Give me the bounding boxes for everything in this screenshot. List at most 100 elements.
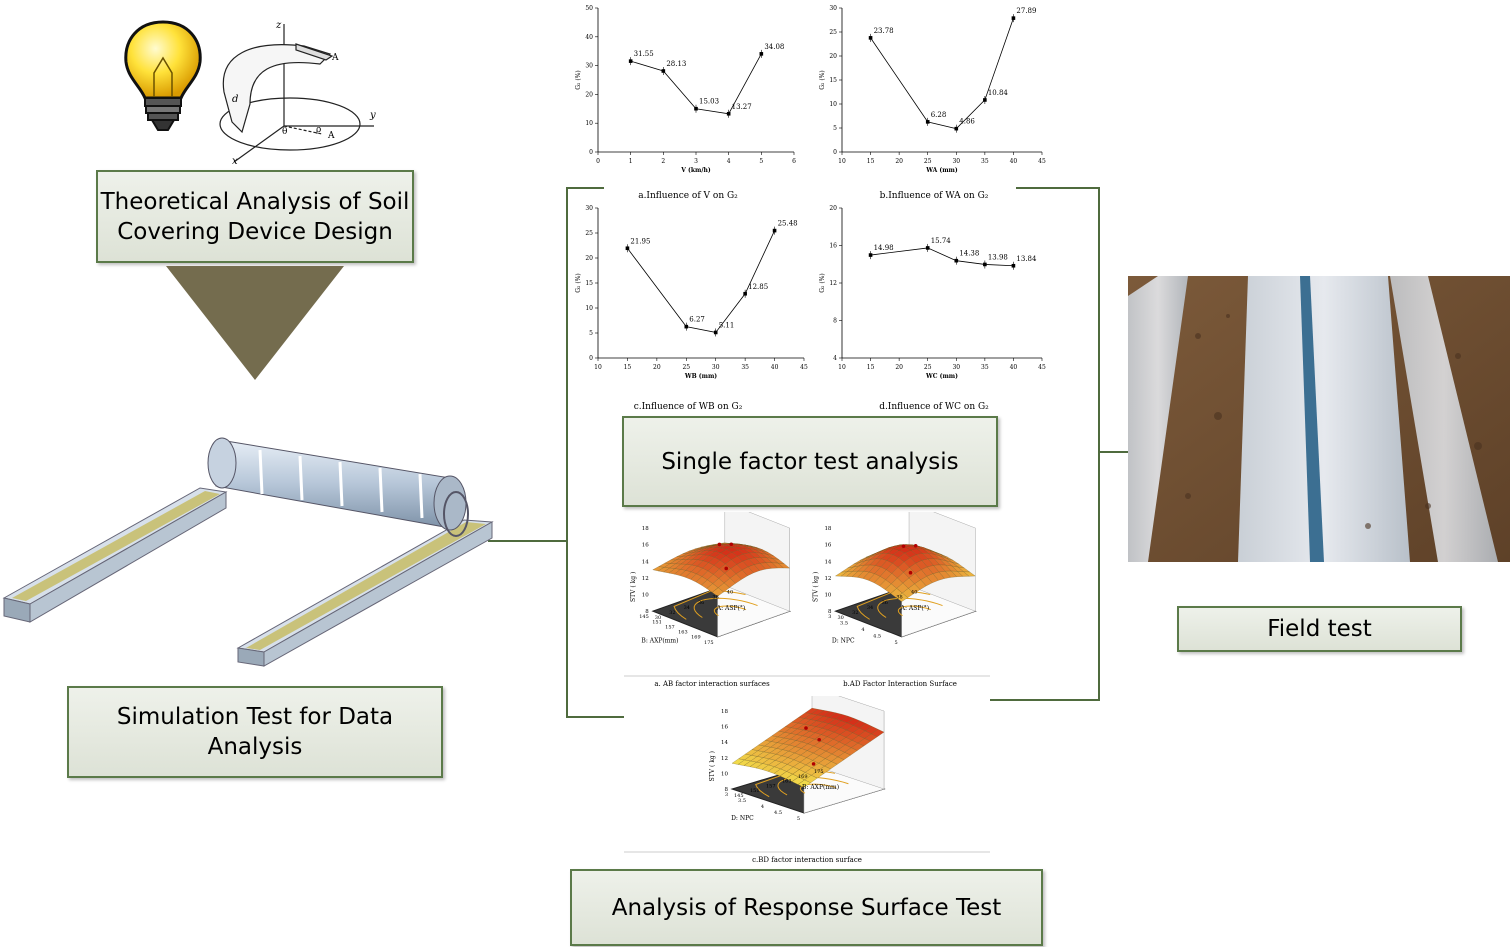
data-label: 6.27 — [689, 316, 705, 324]
x-tick-label: 145 — [734, 793, 744, 799]
z-tick-label: 18 — [721, 709, 728, 715]
left-bracket-vertical — [566, 187, 568, 718]
x-tick-label: 36 — [882, 600, 888, 606]
data-label: 14.38 — [959, 250, 979, 258]
data-label: 12.85 — [748, 283, 768, 291]
y-tick-label: 15 — [829, 77, 837, 84]
z-tick-label: 8 — [645, 609, 649, 615]
y-tick-label: 145 — [639, 614, 649, 620]
x-tick-label: 0 — [596, 158, 600, 165]
z-tick-label: 14 — [642, 559, 649, 565]
surface-caption-b: b.AD Factor Interaction Surface — [843, 680, 957, 688]
surface-caption-c: c.BD factor interaction surface — [752, 856, 862, 864]
x-tick-label: 25 — [924, 158, 932, 165]
y-tick-label: 4 — [861, 627, 864, 633]
x-axis-label: A: ASP(°) — [900, 605, 929, 612]
z-tick-label: 14 — [824, 559, 831, 565]
data-label: 15.03 — [699, 98, 719, 106]
sketch-y-label: y — [369, 110, 376, 121]
data-point — [713, 330, 718, 335]
x-tick-label: 35 — [741, 364, 749, 371]
x-tick-label: 5 — [759, 158, 763, 165]
contour-line — [693, 597, 758, 618]
z-tick-label: 12 — [642, 576, 649, 582]
right-bracket-top — [1016, 187, 1100, 189]
design-point — [804, 726, 808, 730]
design-point — [908, 570, 913, 575]
x-tick-label: 20 — [653, 364, 661, 371]
y-tick-label: 151 — [652, 619, 662, 625]
contour-line — [713, 605, 747, 617]
surface-patch — [963, 571, 976, 577]
y-tick-label: 10 — [829, 101, 837, 108]
z-tick-label: 16 — [824, 543, 831, 549]
x-tick-label: 151 — [750, 788, 760, 794]
surface-caption-row: a. AB factor interaction surfaces b.AD F… — [624, 675, 990, 688]
design-point — [811, 762, 816, 766]
y-axis-label: G₂ (%) — [819, 273, 826, 293]
surface-caption-a: a. AB factor interaction surfaces — [654, 680, 770, 688]
data-label: 10.84 — [988, 89, 1009, 97]
sketch-theta-label: θ — [282, 127, 287, 137]
y-tick-label: 20 — [829, 53, 837, 60]
data-point — [954, 258, 959, 263]
data-label: 13.84 — [1016, 255, 1037, 263]
x-tick-label: 3 — [694, 158, 698, 165]
data-point — [954, 126, 959, 131]
data-label: 5.11 — [719, 321, 735, 329]
design-point — [913, 543, 918, 548]
x-tick-label: 35 — [981, 158, 989, 165]
x-tick-label: 25 — [924, 364, 932, 371]
y-tick-label: 8 — [833, 318, 837, 325]
design-point — [817, 737, 821, 742]
y-tick-label: 50 — [585, 5, 593, 12]
data-point — [983, 98, 987, 102]
sketch-d-label: d — [232, 94, 238, 105]
z-tick-label: 10 — [824, 593, 831, 599]
surface-patch — [871, 729, 885, 737]
y-tick-label: 5 — [833, 125, 837, 132]
x-tick-label: 15 — [867, 364, 875, 371]
x-axis-label: V (km/h) — [680, 167, 711, 174]
sketch-x-label: x — [232, 156, 238, 167]
sketch-a-label-top: A — [331, 53, 339, 63]
right-bracket-bottom — [990, 699, 1100, 701]
y-axis-label: D: NPC — [731, 815, 754, 822]
x-tick-label: 15 — [867, 158, 875, 165]
x-tick-label: 163 — [782, 779, 792, 785]
data-point — [1011, 16, 1016, 20]
covering-device-sketch: z y x d θ ρ A A — [219, 20, 376, 167]
x-axis-label: WB (mm) — [684, 373, 717, 380]
surface-caption-row-c: c.BD factor interaction surface — [624, 851, 990, 864]
single-factor-label: Single factor test analysis — [661, 448, 959, 475]
z-tick-label: 10 — [642, 593, 649, 599]
design-point — [901, 544, 906, 548]
caption-a: a.Influence of V on G₂ — [638, 191, 738, 201]
data-point — [983, 262, 987, 267]
z-tick-label: 18 — [642, 526, 649, 532]
data-label: 25.48 — [778, 220, 798, 228]
simulation-model-render — [2, 437, 494, 667]
z-tick-label: 12 — [824, 576, 831, 582]
z-tick-label: 10 — [721, 771, 728, 777]
y-tick-label: 15 — [585, 280, 593, 287]
y-tick-label: 25 — [829, 29, 837, 36]
data-label: 13.27 — [732, 103, 752, 111]
data-point — [661, 69, 666, 73]
caption-row-bottom: c.Influence of WB on G₂ d.Influence of W… — [634, 402, 990, 412]
y-tick-label: 0 — [589, 355, 593, 362]
x-tick-label: 45 — [1038, 364, 1046, 371]
simulation-test-label: Simulation Test for Data Analysis — [116, 704, 394, 760]
y-tick-label: 0 — [589, 149, 593, 156]
y-tick-label: 4 — [833, 355, 837, 362]
x-tick-label: 30 — [712, 364, 720, 371]
y-tick-label: 20 — [585, 255, 593, 262]
design-point — [724, 566, 729, 571]
y-tick-label: 3.5 — [738, 798, 746, 804]
x-tick-label: 10 — [594, 364, 602, 371]
theory-analysis-box: Theoretical Analysis of Soil Covering De… — [96, 170, 414, 263]
data-label: 27.89 — [1016, 7, 1036, 15]
x-tick-label: 20 — [895, 364, 903, 371]
x-tick-label: 30 — [952, 158, 960, 165]
